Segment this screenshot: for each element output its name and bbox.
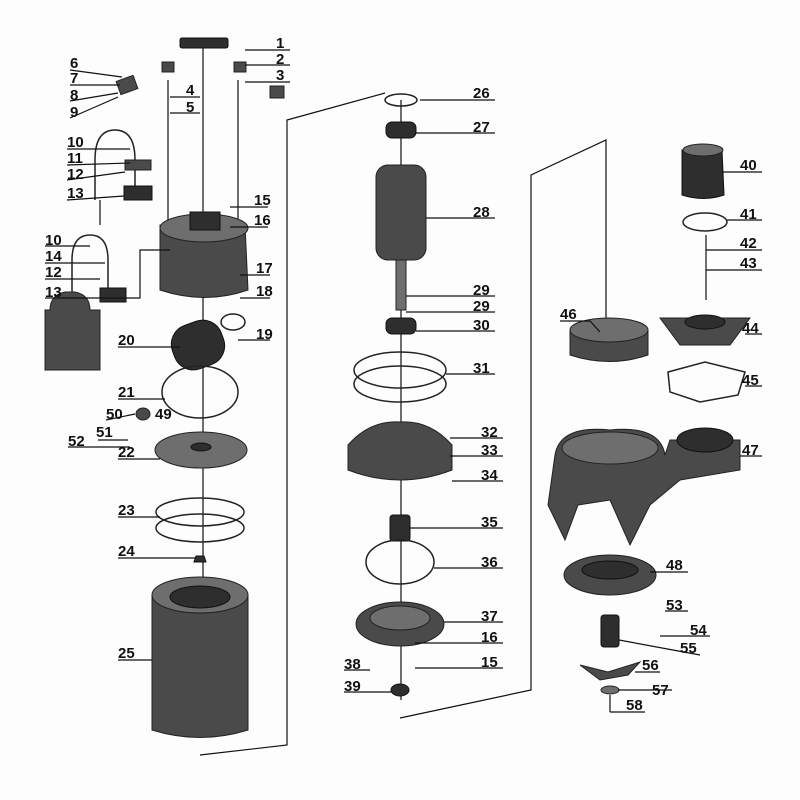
label-29: 29 bbox=[473, 282, 490, 299]
label-25: 25 bbox=[118, 645, 135, 662]
label-54: 54 bbox=[690, 622, 707, 639]
clamp-right bbox=[233, 61, 247, 73]
label-58: 58 bbox=[626, 697, 643, 714]
label-8: 8 bbox=[70, 87, 78, 104]
clamp bbox=[161, 61, 175, 73]
seal-ring-23 bbox=[155, 497, 245, 527]
label-2: 2 bbox=[276, 51, 284, 68]
label-56: 56 bbox=[642, 657, 659, 674]
cable-gland-right bbox=[269, 85, 285, 99]
label-26: 26 bbox=[473, 85, 490, 102]
label-3: 3 bbox=[276, 67, 284, 84]
label-29b: 29 bbox=[473, 298, 490, 315]
label-30: 30 bbox=[473, 317, 490, 334]
cutter-blade bbox=[579, 660, 642, 681]
label-19: 19 bbox=[256, 326, 273, 343]
label-35: 35 bbox=[481, 514, 498, 531]
label-55: 55 bbox=[680, 640, 697, 657]
float-switch bbox=[44, 291, 101, 371]
outlet-pipe bbox=[681, 149, 725, 199]
label-34: 34 bbox=[481, 467, 498, 484]
middle-assembly bbox=[347, 93, 453, 700]
label-39: 39 bbox=[344, 678, 361, 695]
label-52: 52 bbox=[68, 433, 85, 450]
label-32: 32 bbox=[481, 424, 498, 441]
label-15: 15 bbox=[254, 192, 271, 209]
label-13: 13 bbox=[67, 185, 84, 202]
label-6: 6 bbox=[70, 55, 78, 72]
label-11: 11 bbox=[67, 150, 83, 167]
label-10: 10 bbox=[67, 134, 84, 151]
label-12: 12 bbox=[67, 166, 84, 183]
label-20: 20 bbox=[118, 332, 135, 349]
o-ring-36 bbox=[365, 539, 435, 585]
label-46: 46 bbox=[560, 306, 577, 323]
label-24: 24 bbox=[118, 543, 135, 560]
label-40: 40 bbox=[740, 157, 757, 174]
sleeve bbox=[600, 614, 620, 648]
float-block bbox=[123, 185, 153, 201]
float-cable-2 bbox=[71, 234, 109, 300]
float-plate bbox=[124, 159, 152, 171]
label-33: 33 bbox=[481, 442, 498, 459]
part-labels: 1 2 3 4 5 6 7 8 9 10 11 12 13 10 14 12 1… bbox=[45, 35, 759, 714]
label-50: 50 bbox=[106, 406, 123, 423]
label-42: 42 bbox=[740, 235, 757, 252]
o-ring-21 bbox=[161, 365, 239, 419]
label-15b: 15 bbox=[481, 654, 498, 671]
label-38: 38 bbox=[344, 656, 361, 673]
label-4: 4 bbox=[186, 82, 195, 99]
label-43: 43 bbox=[740, 255, 757, 272]
label-47: 47 bbox=[742, 442, 759, 459]
label-7: 7 bbox=[70, 70, 78, 87]
label-1: 1 bbox=[276, 35, 284, 52]
label-45: 45 bbox=[742, 372, 759, 389]
label-14: 14 bbox=[45, 248, 62, 265]
label-18: 18 bbox=[256, 283, 273, 300]
stator-ring bbox=[353, 351, 447, 389]
left-assembly bbox=[44, 37, 285, 738]
label-31: 31 bbox=[473, 360, 490, 377]
assembly-connector-left bbox=[199, 92, 386, 756]
label-13b: 13 bbox=[45, 284, 62, 301]
label-9: 9 bbox=[70, 104, 78, 121]
bearing-lower bbox=[385, 317, 417, 335]
label-16: 16 bbox=[254, 212, 271, 229]
label-12b: 12 bbox=[45, 264, 62, 281]
gasket bbox=[667, 361, 746, 403]
cable-gland bbox=[115, 74, 139, 96]
label-22: 22 bbox=[118, 444, 135, 461]
label-17: 17 bbox=[256, 260, 273, 277]
label-27: 27 bbox=[473, 119, 490, 136]
label-21: 21 bbox=[118, 384, 135, 401]
handle bbox=[179, 37, 229, 49]
outer-casing bbox=[151, 594, 249, 738]
label-51: 51 bbox=[96, 424, 113, 441]
label-57: 57 bbox=[652, 682, 669, 699]
label-16b: 16 bbox=[481, 629, 498, 646]
motor-body bbox=[347, 421, 453, 481]
motor-cover bbox=[159, 224, 249, 298]
label-44: 44 bbox=[742, 320, 759, 337]
label-5: 5 bbox=[186, 99, 194, 116]
rotor bbox=[375, 164, 427, 261]
assembly-connector-right bbox=[399, 139, 607, 719]
bearing-upper bbox=[385, 121, 417, 139]
leader-lines bbox=[45, 49, 762, 713]
mechanical-seal bbox=[389, 514, 411, 542]
label-53: 53 bbox=[666, 597, 683, 614]
label-23: 23 bbox=[118, 502, 135, 519]
label-48: 48 bbox=[666, 557, 683, 574]
label-28: 28 bbox=[473, 204, 490, 221]
label-10b: 10 bbox=[45, 232, 62, 249]
label-37: 37 bbox=[481, 608, 498, 625]
right-assembly bbox=[547, 143, 751, 712]
label-49: 49 bbox=[155, 406, 172, 423]
label-41: 41 bbox=[740, 206, 757, 223]
label-36: 36 bbox=[481, 554, 498, 571]
